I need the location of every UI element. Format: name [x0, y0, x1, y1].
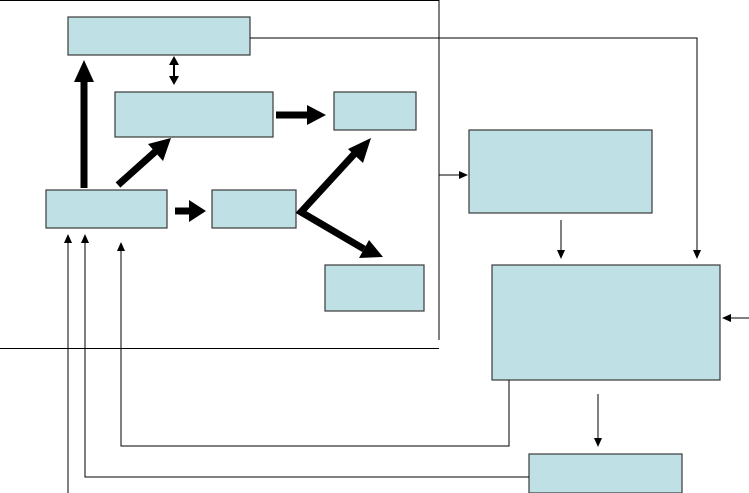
connector-external-input-head — [722, 314, 731, 322]
thick-arrow-v-shaft — [295, 148, 366, 253]
box-top — [67, 16, 251, 56]
thick-arrow-diag-shaft — [115, 148, 159, 188]
thick-arrow-mid-right-head — [307, 105, 326, 125]
box-center — [211, 189, 297, 229]
double-arrow-head-down — [169, 76, 179, 85]
thick-arrow-left-right-head — [189, 200, 206, 222]
feedback-bottom-to-left-head — [81, 234, 89, 243]
outer-frame-top-right — [0, 0, 440, 340]
boxes — [45, 16, 721, 493]
outer-frame — [0, 0, 440, 349]
feedback-right-large-to-left — [120, 249, 510, 447]
box-lower-right-small — [324, 264, 425, 312]
thick-arrows — [74, 56, 383, 258]
connector-right-upper-to-large-head — [557, 250, 565, 259]
box-left — [45, 189, 168, 229]
thick-arrow-diag-head — [148, 138, 171, 161]
box-right-large — [491, 264, 721, 381]
connector-top-to-right-large — [250, 37, 698, 252]
thick-arrow-up-head — [74, 60, 94, 82]
box-middle — [114, 91, 274, 138]
double-arrow-head-up — [169, 56, 179, 65]
thin-connectors — [64, 37, 749, 493]
feedback-right-large-to-left-head — [117, 242, 125, 251]
feedback-bottom-to-left — [84, 241, 529, 478]
box-small-right — [333, 91, 417, 131]
thick-arrow-v-up-head — [348, 138, 371, 163]
box-right-upper — [468, 129, 653, 214]
connector-bottom-input-head — [64, 234, 72, 243]
thick-arrow-v-down-head — [359, 240, 383, 258]
box-bottom-right — [528, 453, 683, 493]
connector-top-to-right-large-head — [693, 250, 701, 259]
connector-frame-to-right-upper-head — [459, 171, 468, 179]
connector-large-to-bottom-head — [594, 438, 602, 447]
